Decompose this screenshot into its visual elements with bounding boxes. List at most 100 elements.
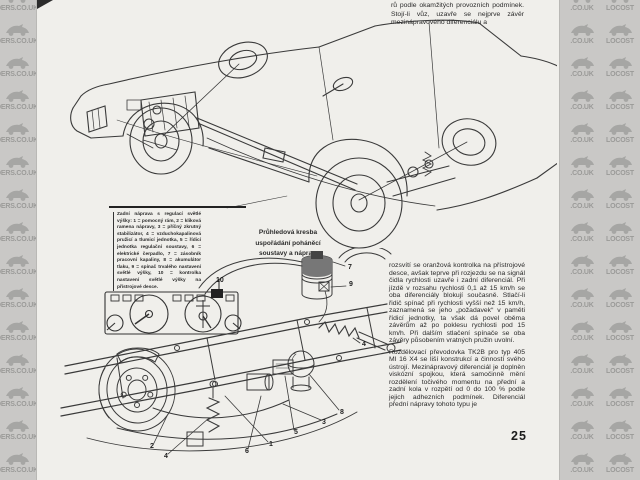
watermark-text: LOCOST (606, 5, 634, 12)
watermark-cell: .CO.UK (564, 320, 600, 344)
locost-car-logo (6, 420, 29, 432)
watermark-text: LOCOST (606, 335, 634, 342)
watermark-cell: .CO.UK (564, 155, 600, 179)
watermark-cell: .CO.UK (564, 419, 600, 443)
locost-car-logo (6, 123, 29, 135)
watermark-cell: .CO.UK (564, 353, 600, 377)
locost-car-logo (609, 57, 632, 69)
watermark-text: .CO.UK (570, 434, 594, 441)
watermark-text: .CO.UK (570, 104, 594, 111)
watermark-cell: .CO.UK (564, 122, 600, 146)
watermark-text: LOCOST (606, 71, 634, 78)
watermark-cell: DERS.CO.UK (0, 56, 38, 80)
watermark-cell: DERS.CO.UK (0, 221, 38, 245)
watermark-cell: .CO.UK (564, 287, 600, 311)
locost-car-logo (571, 420, 594, 432)
figure-callout-4: 4 (164, 453, 168, 460)
watermark-text: .CO.UK (570, 269, 594, 276)
watermark-text: LOCOST (606, 434, 634, 441)
watermark-text: LOCOST (606, 104, 634, 111)
locost-car-logo (6, 90, 29, 102)
watermark-cell: DERS.CO.UK (0, 419, 38, 443)
watermark-text: .CO.UK (570, 170, 594, 177)
watermark-text: DERS.CO.UK (0, 401, 38, 408)
watermark-cell: DERS.CO.UK (0, 0, 38, 14)
locost-car-logo (6, 222, 29, 234)
figure-callout-8: 8 (340, 409, 344, 416)
locost-car-logo (6, 24, 29, 36)
watermark-cell: .CO.UK (564, 188, 600, 212)
watermark-cell: .CO.UK (564, 452, 600, 476)
figure-callout-3: 3 (322, 419, 326, 426)
watermark-text: DERS.CO.UK (0, 434, 38, 441)
watermark-cell: LOCOST (600, 188, 640, 212)
locost-car-logo (571, 24, 594, 36)
watermark-cell: LOCOST (600, 89, 640, 113)
watermark-text: .CO.UK (570, 236, 594, 243)
watermark-text: LOCOST (606, 170, 634, 177)
watermark-text: LOCOST (606, 269, 634, 276)
locost-car-logo (571, 90, 594, 102)
locost-car-logo (571, 288, 594, 300)
watermark-cell: .CO.UK (564, 0, 600, 14)
rear-axle-caption: Zadní náprava s regulací světlé výšky: 1… (113, 212, 201, 292)
locost-car-logo (609, 255, 632, 267)
watermark-cell: LOCOST (600, 23, 640, 47)
watermark-cell: DERS.CO.UK (0, 353, 38, 377)
watermark-text: DERS.CO.UK (0, 170, 38, 177)
locost-car-logo (6, 156, 29, 168)
watermark-text: .CO.UK (570, 203, 594, 210)
locost-car-logo (571, 123, 594, 135)
figure-callout-7: 7 (348, 264, 352, 271)
watermark-cell: LOCOST (600, 419, 640, 443)
locost-car-logo (8, 0, 26, 3)
watermark-cell: LOCOST (600, 320, 640, 344)
article-paragraph-2: Rozdělovací převodovka TK2B pro typ 405 … (389, 348, 525, 409)
figure-callout-10: 10 (216, 277, 224, 284)
watermark-text: .CO.UK (570, 71, 594, 78)
watermark-text: DERS.CO.UK (0, 269, 38, 276)
watermark-cell: DERS.CO.UK (0, 188, 38, 212)
watermark-cell: DERS.CO.UK (0, 254, 38, 278)
locost-car-logo (571, 156, 594, 168)
scan-artifact (37, 0, 53, 9)
figure-callout-6: 6 (245, 448, 249, 455)
watermark-text: DERS.CO.UK (0, 467, 38, 474)
watermark-cell: LOCOST (600, 221, 640, 245)
locost-car-logo (6, 255, 29, 267)
watermark-text: LOCOST (606, 236, 634, 243)
locost-car-logo (573, 0, 591, 3)
watermark-cell: DERS.CO.UK (0, 386, 38, 410)
watermark-cell: .CO.UK (564, 23, 600, 47)
watermark-text: LOCOST (606, 203, 634, 210)
watermark-text: .CO.UK (570, 401, 594, 408)
locost-car-logo (571, 453, 594, 465)
watermark-cell: LOCOST (600, 56, 640, 80)
watermark-cell: LOCOST (600, 386, 640, 410)
caption-rule (109, 206, 246, 208)
locost-car-logo (6, 354, 29, 366)
watermark-cell: DERS.CO.UK (0, 320, 38, 344)
page-scan: rů podle okamžitých provozních podmínek.… (36, 0, 560, 480)
watermark-text: LOCOST (606, 401, 634, 408)
watermark-text: DERS.CO.UK (0, 104, 38, 111)
watermark-text: DERS.CO.UK (0, 368, 38, 375)
locost-car-logo (6, 321, 29, 333)
watermark-text: DERS.CO.UK (0, 203, 38, 210)
watermark-cell: DERS.CO.UK (0, 89, 38, 113)
watermark-text: DERS.CO.UK (0, 236, 38, 243)
locost-car-logo (609, 420, 632, 432)
watermark-cell: LOCOST (600, 122, 640, 146)
locost-car-logo (571, 321, 594, 333)
locost-car-logo (609, 453, 632, 465)
watermark-text: LOCOST (606, 302, 634, 309)
locost-car-logo (571, 387, 594, 399)
watermark-cell: LOCOST (600, 254, 640, 278)
watermark-cell: .CO.UK (564, 254, 600, 278)
page-number: 25 (511, 429, 527, 443)
watermark-cell: DERS.CO.UK (0, 23, 38, 47)
watermark-cell: DERS.CO.UK (0, 155, 38, 179)
watermark-cell: LOCOST (600, 353, 640, 377)
locost-car-logo (6, 57, 29, 69)
